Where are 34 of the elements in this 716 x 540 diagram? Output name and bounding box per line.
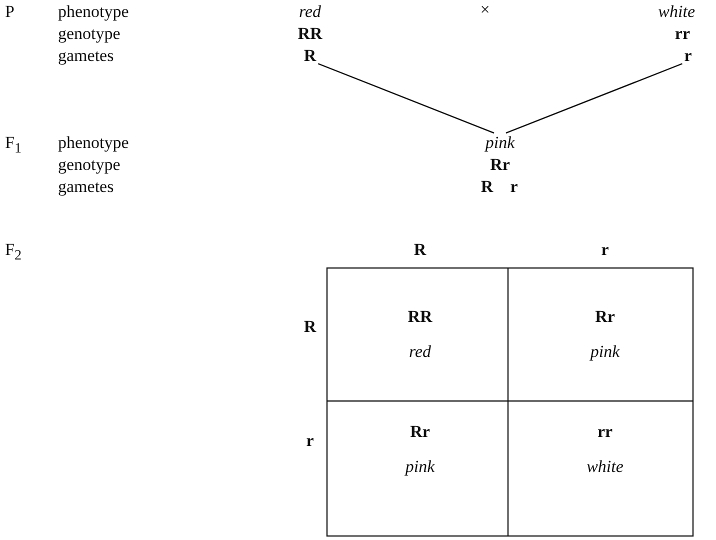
row-header: R [304,318,316,337]
column-header: R [414,241,426,260]
row-label: phenotype [58,134,129,153]
row-label: gametes [58,178,114,197]
generation-label: F$_{2}$ [5,241,22,264]
genotype-text: RR [408,308,432,327]
connecting-line [506,63,682,134]
genotype-text: Rr [410,423,430,442]
genotype-text: rr [674,25,690,44]
generation-label: F$_{1}$ [5,134,22,157]
phenotype-text: white [658,3,695,22]
gamete-text: R [480,178,494,197]
row-label: genotype [58,156,120,175]
phenotype-text: pink [485,134,515,153]
genotype-text: Rr [490,156,510,175]
column-header: r [601,241,609,260]
genotype-text: rr [597,423,613,442]
phenotype-text: pink [590,343,620,362]
row-header: r [306,432,314,451]
genotype-text: RR [298,25,322,44]
gamete-text: r [510,178,518,197]
cross-symbol: × [480,1,490,20]
row-label: genotype [58,25,120,44]
genotype-text: Rr [595,308,615,327]
phenotype-text: red [298,3,322,22]
gamete-text: R [304,47,316,66]
gamete-text: r [684,47,692,66]
connecting-line [318,63,494,134]
phenotype-text: white [586,458,624,477]
row-label: gametes [58,47,114,66]
phenotype-text: red [408,343,432,362]
phenotype-text: pink [405,458,435,477]
generation-label: P [5,3,14,22]
row-label: phenotype [58,3,129,22]
